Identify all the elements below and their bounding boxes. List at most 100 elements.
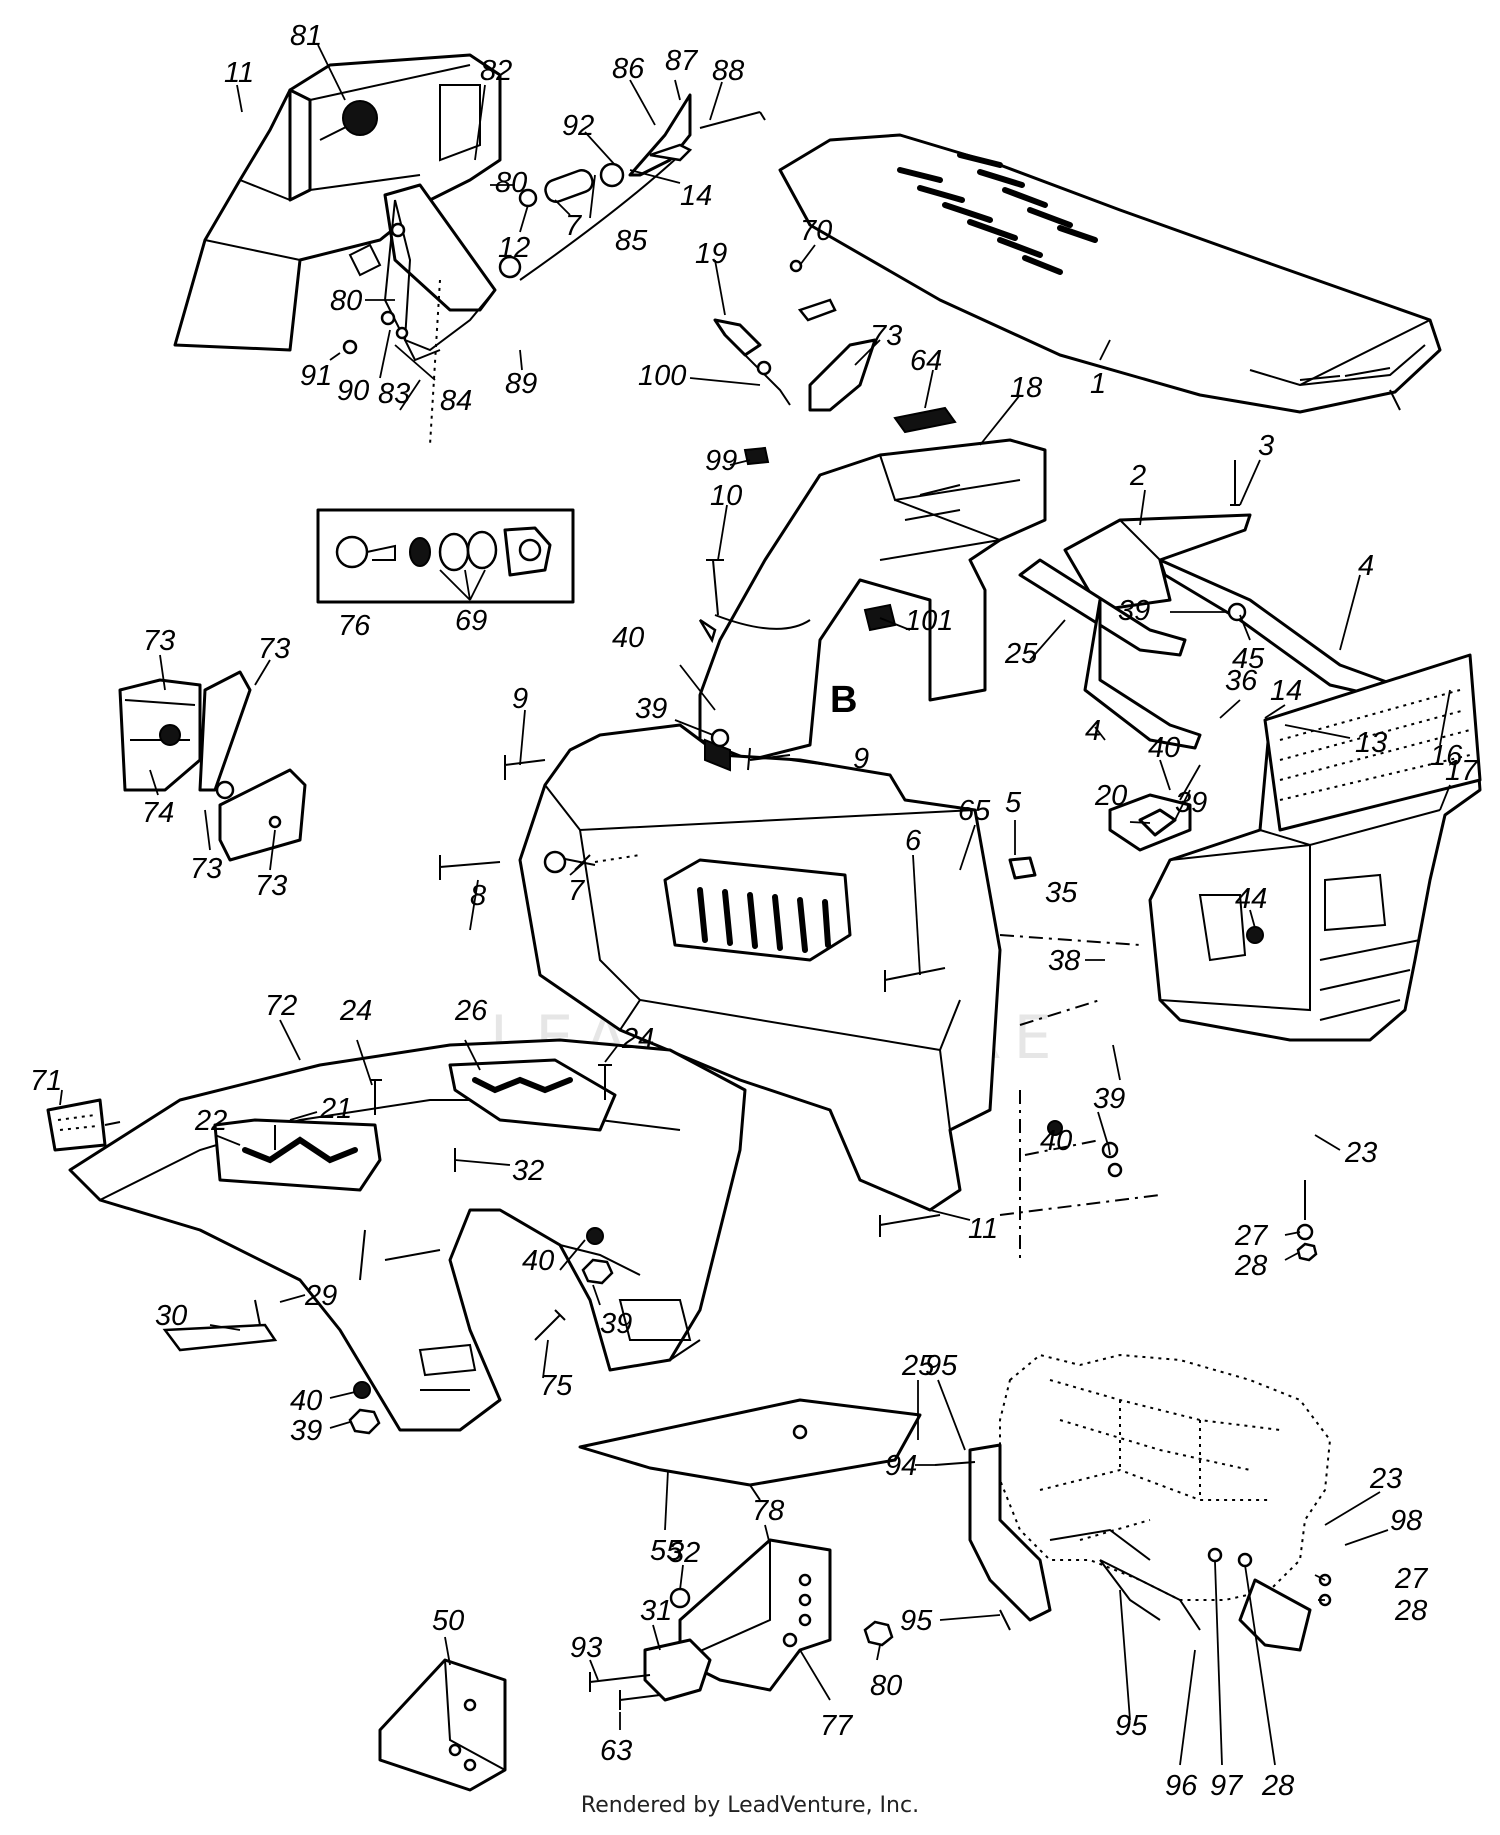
callout-31: 31 (640, 1595, 672, 1627)
callout-64: 64 (910, 345, 942, 377)
callout-39: 39 (635, 693, 667, 725)
callout-73: 73 (258, 633, 290, 665)
callout-24: 24 (621, 1023, 654, 1055)
mounting-plate (378, 1658, 507, 1792)
rear-fender (46, 1038, 747, 1432)
callout-40: 40 (612, 622, 644, 654)
callout-39: 39 (290, 1415, 322, 1447)
callout-44: 44 (1235, 883, 1267, 915)
callout-9: 9 (853, 743, 869, 775)
callout-78: 78 (752, 1495, 784, 1527)
callout-35: 35 (1045, 877, 1078, 909)
callout-50: 50 (432, 1605, 464, 1637)
callout-28: 28 (1394, 1595, 1427, 1627)
callout-77: 77 (820, 1710, 854, 1742)
callout-4: 4 (1358, 550, 1374, 582)
callout-leaders (59, 44, 1451, 1766)
callout-7: 7 (565, 210, 583, 242)
callout-80: 80 (870, 1670, 902, 1702)
callout-7: 7 (568, 875, 586, 907)
callout-30: 30 (155, 1300, 187, 1332)
shift-knob-icon (342, 100, 378, 136)
callout-82: 82 (480, 55, 512, 87)
callout-27: 27 (1234, 1220, 1269, 1252)
section-marker: B (830, 679, 857, 721)
callout-39: 39 (1175, 787, 1207, 819)
callout-labels: 11 81 82 86 87 88 92 14 80 7 12 85 80 91… (30, 20, 1479, 1802)
dash-tower: B (698, 438, 1047, 762)
callout-80: 80 (495, 167, 527, 199)
callout-93: 93 (570, 1632, 602, 1664)
callout-24: 24 (339, 995, 372, 1027)
callout-45: 45 (1232, 643, 1265, 675)
callout-19: 19 (695, 238, 727, 270)
callout-40: 40 (522, 1245, 554, 1277)
callout-25: 25 (901, 1350, 935, 1382)
hood (778, 133, 1442, 414)
callout-39: 39 (1093, 1083, 1125, 1115)
front-grille (999, 653, 1482, 1260)
callout-21: 21 (319, 1093, 352, 1125)
callout-101: 101 (905, 605, 953, 637)
callout-63: 63 (600, 1735, 632, 1767)
callout-8: 8 (470, 880, 486, 912)
callout-85: 85 (615, 225, 648, 257)
key-icon (335, 535, 369, 569)
callout-95: 95 (1115, 1710, 1148, 1742)
callout-10: 10 (710, 480, 742, 512)
callout-74: 74 (142, 797, 174, 829)
callout-87: 87 (665, 45, 699, 77)
callout-25: 25 (1004, 638, 1038, 670)
callout-70: 70 (800, 215, 832, 247)
callout-28: 28 (1261, 1770, 1294, 1802)
callout-11: 11 (224, 57, 254, 89)
callout-14: 14 (680, 180, 712, 212)
callout-28: 28 (1234, 1250, 1267, 1282)
callout-27: 27 (1394, 1563, 1429, 1595)
callout-75: 75 (540, 1370, 573, 1402)
callout-32: 32 (512, 1155, 544, 1187)
callout-73: 73 (255, 870, 287, 902)
callout-88: 88 (712, 55, 744, 87)
callout-90: 90 (337, 375, 369, 407)
callout-16: 16 (1430, 740, 1463, 772)
callout-17: 17 (1445, 755, 1479, 787)
callout-84: 84 (440, 385, 472, 417)
callout-40: 40 (1040, 1125, 1072, 1157)
callout-94: 94 (885, 1450, 917, 1482)
callout-36: 36 (1225, 665, 1258, 697)
callout-4: 4 (1085, 715, 1101, 747)
callout-91: 91 (300, 360, 332, 392)
callout-69: 69 (455, 605, 487, 637)
callout-92: 92 (562, 110, 594, 142)
callout-73: 73 (143, 625, 175, 657)
callout-83: 83 (378, 378, 410, 410)
fender-hardware (274, 1064, 1318, 1435)
callout-32: 32 (668, 1537, 700, 1569)
callout-73: 73 (870, 320, 902, 352)
callout-3: 3 (1258, 430, 1274, 462)
callout-6: 6 (905, 825, 922, 857)
callout-55: 55 (650, 1535, 683, 1567)
callout-39: 39 (600, 1308, 632, 1340)
callout-13: 13 (1355, 727, 1387, 759)
callout-26: 26 (454, 995, 488, 1027)
callout-2: 2 (1129, 460, 1146, 492)
switch-housing (118, 670, 307, 862)
engine-outline (934, 1353, 1332, 1652)
callout-89: 89 (505, 368, 537, 400)
callout-71: 71 (30, 1065, 62, 1097)
callout-97: 97 (1210, 1770, 1244, 1802)
dash-panel-assembly (173, 53, 766, 446)
ignition-switch-kit (316, 508, 575, 604)
hood-latch-hardware (713, 259, 957, 466)
callout-80: 80 (330, 285, 362, 317)
callout-22: 22 (194, 1105, 227, 1137)
callout-40: 40 (1148, 732, 1180, 764)
bracket-and-switch (589, 1538, 894, 1710)
callout-95: 95 (900, 1605, 933, 1637)
callout-23: 23 (1369, 1463, 1402, 1495)
callout-38: 38 (1048, 945, 1080, 977)
callout-14: 14 (1270, 675, 1302, 707)
